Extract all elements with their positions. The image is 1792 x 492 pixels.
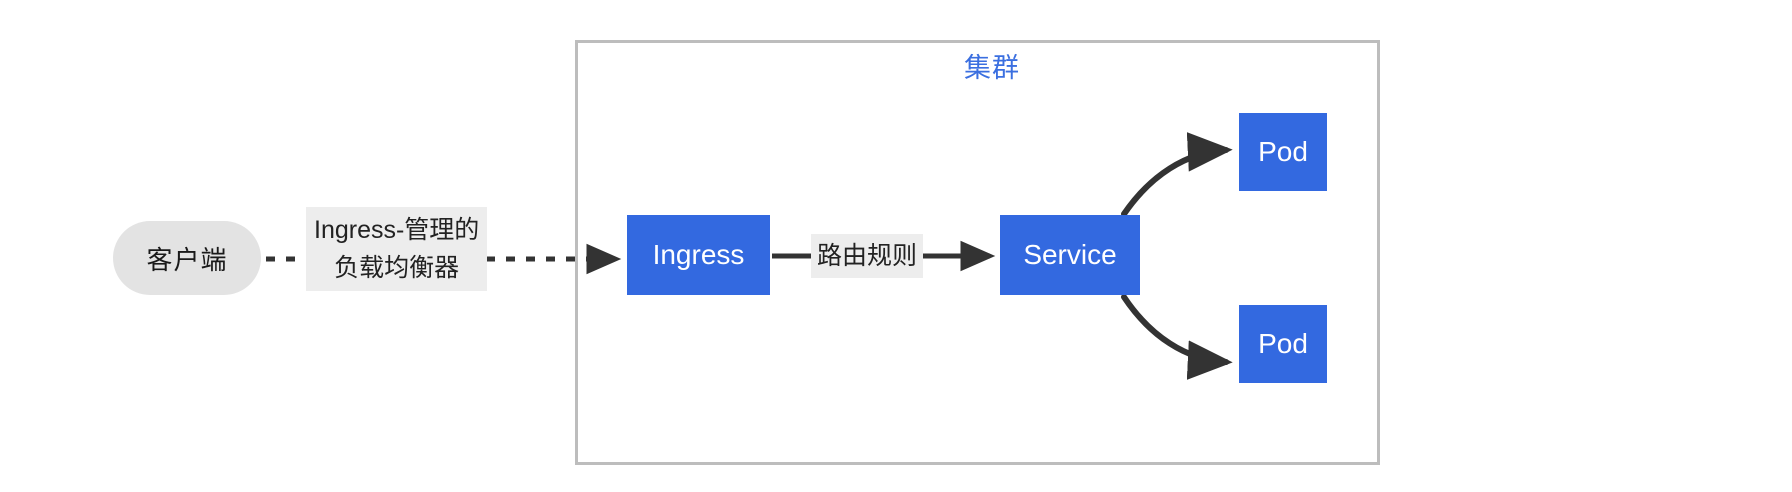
node-ingress-label: Ingress: [652, 239, 745, 270]
node-service-label: Service: [1023, 239, 1117, 270]
node-pod-top-label: Pod: [1258, 136, 1308, 167]
edge-label-load-balancer: Ingress-管理的 负载均衡器: [306, 207, 488, 291]
node-service[interactable]: Service: [1000, 215, 1140, 295]
edge-label-routing-rules: 路由规则: [811, 234, 924, 278]
node-client[interactable]: 客户端: [113, 221, 261, 295]
node-pod-top[interactable]: Pod: [1239, 113, 1327, 191]
edge-label-load-balancer-line1: Ingress-管理的: [314, 216, 480, 244]
cluster-boundary: [575, 40, 1380, 465]
edge-label-load-balancer-line2: 负载均衡器: [334, 254, 460, 282]
node-pod-bottom[interactable]: Pod: [1239, 305, 1327, 383]
cluster-title: 集群: [964, 53, 1020, 83]
node-pod-bottom-label: Pod: [1258, 328, 1308, 359]
node-client-label: 客户端: [146, 244, 228, 275]
node-ingress[interactable]: Ingress: [627, 215, 770, 295]
